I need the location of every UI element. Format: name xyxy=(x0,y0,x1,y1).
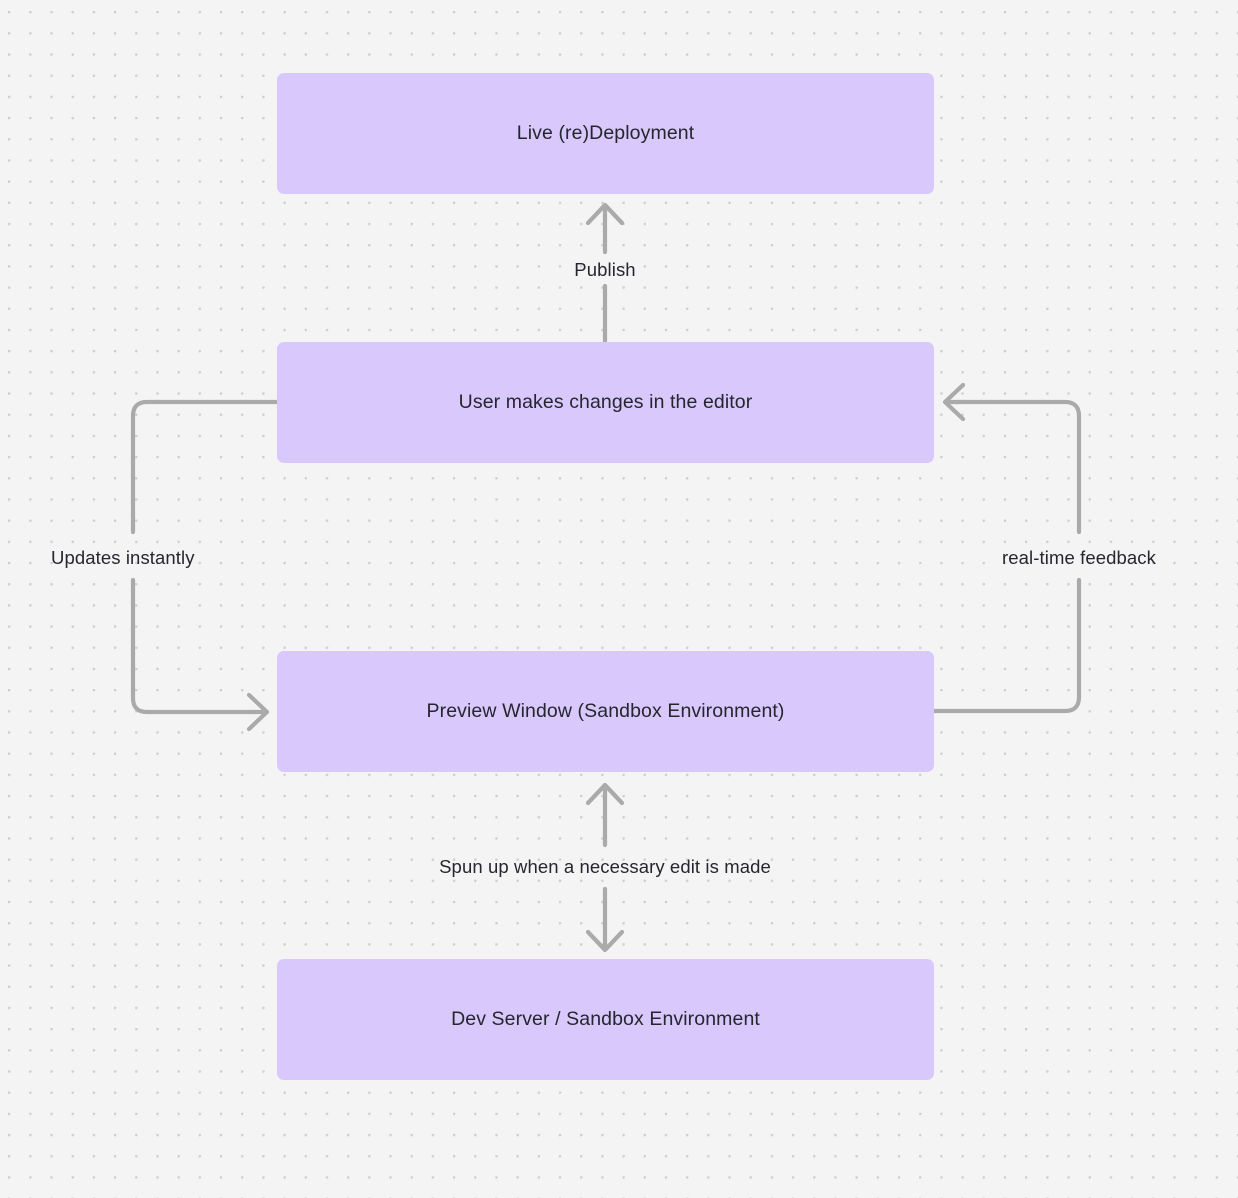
edge-spun-up-down-arrowhead-icon xyxy=(585,929,625,953)
node-user-edits[interactable]: User makes changes in the editor xyxy=(277,342,934,463)
node-preview-window[interactable]: Preview Window (Sandbox Environment) xyxy=(277,651,934,772)
edge-real-time-feedback-upper-segment xyxy=(946,399,1082,535)
edge-real-time-feedback-lower-segment xyxy=(931,577,1082,714)
node-user-edits-label: User makes changes in the editor xyxy=(458,391,753,413)
edge-label-publish: Publish xyxy=(574,258,636,280)
edge-label-spun-up: Spun up when a necessary edit is made xyxy=(439,855,771,877)
edge-label-updates-instantly: Updates instantly xyxy=(51,546,195,568)
edge-label-real-time-feedback: real-time feedback xyxy=(1002,546,1156,568)
edge-updates-instantly-lower-segment xyxy=(130,577,266,715)
edge-spun-up-up-arrowhead-icon xyxy=(585,782,625,806)
node-live-deployment[interactable]: Live (re)Deployment xyxy=(277,73,934,194)
edge-real-time-feedback-arrowhead-icon xyxy=(942,382,966,422)
node-dev-server-label: Dev Server / Sandbox Environment xyxy=(451,1008,760,1030)
edge-updates-instantly-arrowhead-icon xyxy=(246,692,270,732)
edge-updates-instantly-upper-segment xyxy=(130,399,280,535)
edge-publish-arrowhead-icon xyxy=(585,202,625,226)
node-preview-window-label: Preview Window (Sandbox Environment) xyxy=(426,700,785,722)
node-live-deployment-label: Live (re)Deployment xyxy=(516,122,695,144)
node-dev-server[interactable]: Dev Server / Sandbox Environment xyxy=(277,959,934,1080)
